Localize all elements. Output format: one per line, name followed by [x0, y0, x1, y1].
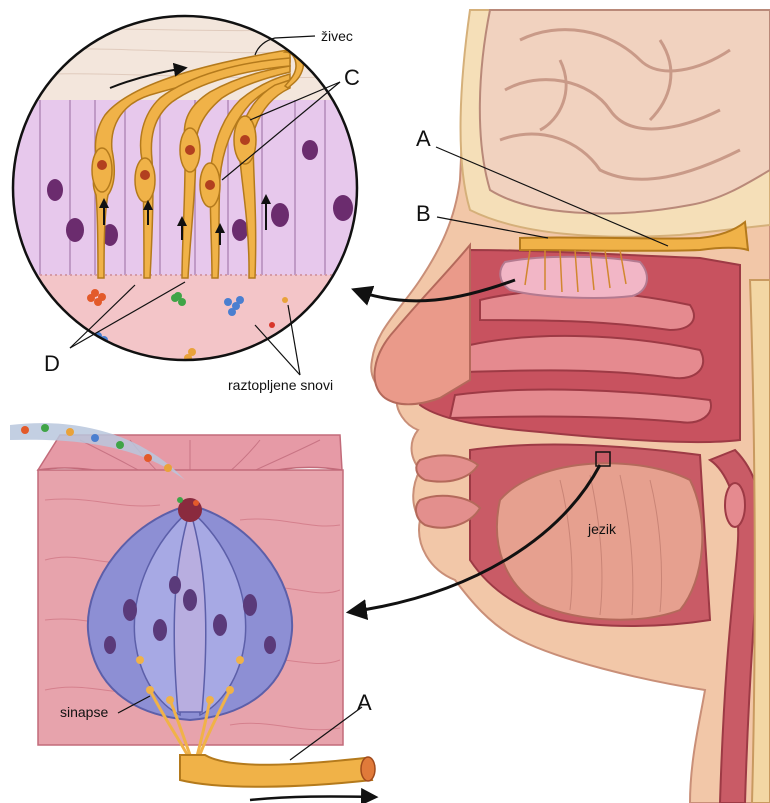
label-D-cilia: D [44, 353, 60, 375]
nerve-bundle [180, 755, 372, 787]
arrow-bottom-signal [250, 796, 375, 800]
label-dissolved-substances: raztopljene snovi [228, 378, 333, 392]
head-section [371, 10, 770, 803]
label-zivec: živec [321, 29, 353, 43]
label-B-olfactory-bulb: B [416, 203, 431, 225]
olfactory-magnified-view [10, 10, 360, 375]
label-tongue: jezik [588, 522, 616, 536]
nasal-turbinates [450, 291, 711, 423]
tongue [497, 463, 702, 619]
label-A-taste-nerve: A [357, 692, 372, 714]
tonsil [725, 483, 745, 527]
taste-bud-block [10, 423, 375, 787]
label-A-olfactory: A [416, 128, 431, 150]
label-synapses: sinapse [60, 705, 108, 719]
brain [480, 10, 770, 213]
label-C-receptors: C [344, 67, 360, 89]
